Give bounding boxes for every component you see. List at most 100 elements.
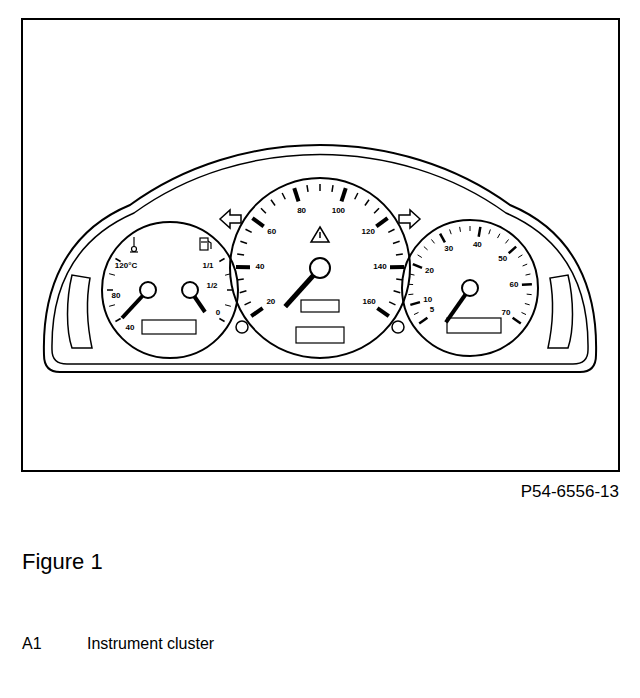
dial-number: 40 bbox=[256, 263, 265, 271]
dial-tick bbox=[237, 254, 244, 255]
cluster-housing bbox=[44, 145, 596, 372]
dial-tick bbox=[408, 294, 413, 296]
knob bbox=[236, 321, 248, 333]
dial-tick bbox=[388, 229, 394, 232]
dial-tick bbox=[377, 308, 388, 316]
dial-tick bbox=[307, 185, 308, 192]
dial-tick bbox=[376, 218, 387, 226]
turn-arrow bbox=[220, 210, 241, 228]
dial-number: 1/2 bbox=[206, 282, 217, 290]
dial-number: 5 bbox=[430, 306, 434, 314]
dial-tick bbox=[109, 274, 115, 276]
needle-hub bbox=[140, 282, 156, 298]
dial-number: 60 bbox=[509, 281, 518, 289]
dial-tick bbox=[107, 289, 113, 291]
dial-tick bbox=[236, 265, 250, 269]
dial-tick bbox=[525, 303, 530, 304]
dial-tick bbox=[414, 312, 419, 314]
dial-tick bbox=[450, 229, 452, 234]
dial-tick bbox=[470, 226, 471, 231]
dial-tick bbox=[319, 184, 321, 191]
dial-tick bbox=[225, 274, 231, 276]
knob bbox=[392, 321, 404, 333]
dial-number: 80 bbox=[297, 207, 306, 215]
dial-tick bbox=[418, 255, 422, 258]
needle-hub bbox=[182, 282, 198, 298]
dial-tick bbox=[227, 289, 233, 291]
dial-number: 100 bbox=[332, 207, 345, 215]
dial-tick bbox=[245, 229, 251, 232]
temperature-icon bbox=[130, 237, 138, 252]
dial-number: 50 bbox=[498, 255, 507, 263]
dial-tick bbox=[396, 279, 403, 280]
turn-arrow bbox=[399, 210, 420, 228]
warning-triangle bbox=[319, 232, 321, 238]
dial-tick bbox=[459, 227, 461, 232]
dial-tick bbox=[261, 208, 266, 213]
figure-frame bbox=[22, 19, 619, 471]
dial-tick bbox=[115, 319, 120, 322]
figure-caption: Figure 1 bbox=[22, 551, 103, 573]
dial-ticks bbox=[107, 184, 532, 324]
display-window bbox=[296, 327, 344, 343]
dial-number: 160 bbox=[362, 298, 375, 306]
dial-tick bbox=[527, 294, 532, 296]
dial-tick bbox=[413, 264, 422, 268]
gauge-dial bbox=[102, 222, 238, 358]
display-window bbox=[142, 320, 196, 334]
dial-tick bbox=[240, 291, 247, 293]
dial-number: 0 bbox=[216, 309, 220, 317]
dial-number: 1/1 bbox=[202, 262, 213, 270]
dial-tick bbox=[396, 254, 403, 255]
needles bbox=[122, 258, 478, 322]
dial-number: 20 bbox=[425, 267, 434, 275]
dial-number: 120 bbox=[362, 228, 375, 236]
dial-tick bbox=[424, 247, 428, 250]
dial-tick bbox=[282, 193, 285, 199]
dial-number: 40 bbox=[473, 241, 482, 249]
dial-tick bbox=[526, 274, 531, 275]
dial-tick bbox=[410, 274, 415, 275]
dial-tick bbox=[252, 218, 263, 226]
dial-tick bbox=[341, 188, 345, 201]
needle-hub bbox=[462, 280, 478, 296]
dial-number: 20 bbox=[266, 298, 275, 306]
dial-tick bbox=[521, 312, 526, 314]
dial-tick bbox=[440, 234, 445, 243]
side-slot bbox=[68, 275, 93, 348]
dial-tick bbox=[489, 229, 491, 234]
cluster-bezel bbox=[52, 155, 588, 365]
dial-tick bbox=[509, 247, 516, 254]
display-window bbox=[447, 318, 501, 333]
side-slot bbox=[548, 275, 573, 348]
dial-tick bbox=[374, 208, 379, 213]
dial-tick bbox=[294, 188, 298, 201]
dial-tick bbox=[109, 305, 115, 307]
dial-tick bbox=[219, 319, 224, 322]
dial-tick bbox=[332, 185, 333, 192]
dial-number: 80 bbox=[112, 292, 121, 300]
dial-tick bbox=[431, 239, 434, 243]
dial-tick bbox=[390, 265, 404, 269]
dial-tick bbox=[219, 259, 224, 262]
dial-tick bbox=[355, 193, 358, 199]
dial-number: 30 bbox=[444, 245, 453, 253]
warning-triangle bbox=[311, 227, 329, 242]
dial-tick bbox=[240, 241, 247, 243]
dial-tick bbox=[522, 283, 532, 286]
dial-tick bbox=[251, 308, 262, 316]
dial-tick bbox=[419, 318, 427, 324]
dial-number: 70 bbox=[502, 309, 511, 317]
dial-number: 140 bbox=[373, 263, 386, 271]
dial-number: 60 bbox=[267, 228, 276, 236]
needle-hub bbox=[310, 258, 330, 278]
dial-number: 40 bbox=[126, 324, 135, 332]
dial-tick bbox=[513, 318, 521, 324]
dial-tick bbox=[365, 200, 369, 206]
dial-tick bbox=[237, 279, 244, 280]
dial-tick bbox=[225, 305, 231, 307]
dial-tick bbox=[408, 284, 413, 285]
speedometer-dial bbox=[230, 178, 410, 358]
dial-tick bbox=[393, 241, 400, 243]
